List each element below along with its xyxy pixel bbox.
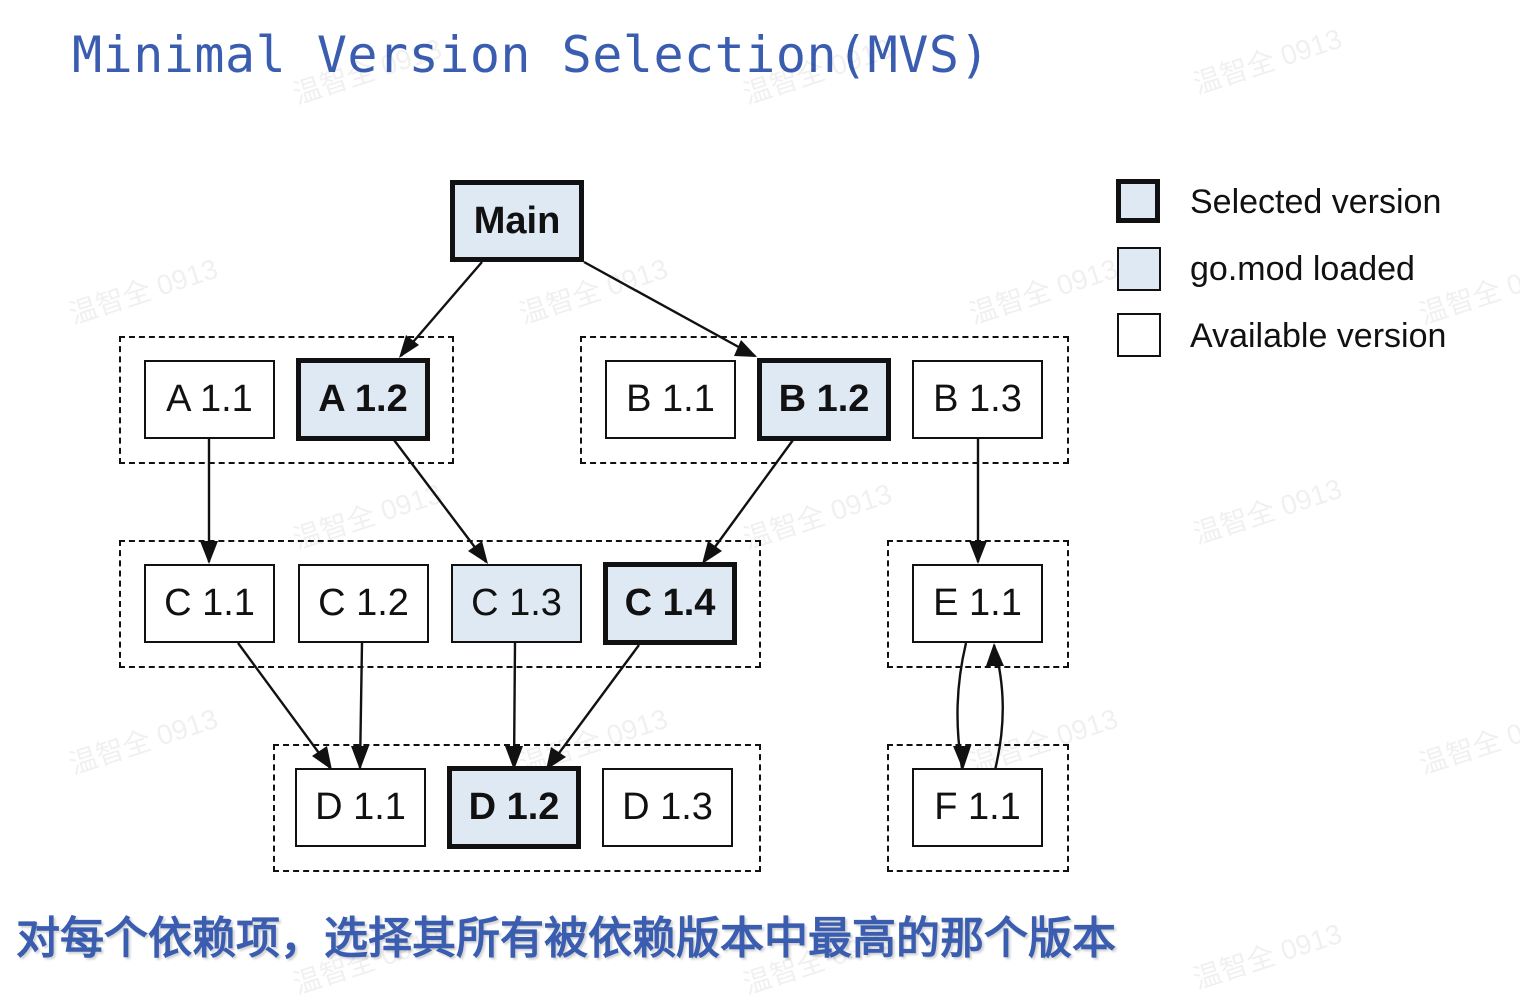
node-label: B 1.3 xyxy=(933,378,1022,420)
node-label: E 1.1 xyxy=(933,582,1022,624)
watermark: 温智全 0913 xyxy=(739,477,896,555)
watermark: 温智全 0913 xyxy=(1189,472,1346,550)
node-label: A 1.1 xyxy=(166,378,253,420)
node-label: B 1.2 xyxy=(778,378,870,420)
node-b13: B 1.3 xyxy=(912,360,1043,439)
page-title: Minimal Version Selection(MVS) xyxy=(72,26,991,84)
group-f xyxy=(887,744,1069,872)
group-a xyxy=(119,336,454,464)
watermark: 温智全 0913 xyxy=(1189,917,1346,995)
watermark: 温智全 0913 xyxy=(1415,702,1520,780)
node-e11: E 1.1 xyxy=(912,564,1043,643)
node-main: Main xyxy=(450,180,584,262)
node-label: C 1.4 xyxy=(624,582,716,624)
node-label: Main xyxy=(473,199,561,242)
node-label: A 1.2 xyxy=(318,378,408,420)
group-d xyxy=(273,744,761,872)
node-a12: A 1.2 xyxy=(296,358,430,441)
watermark: 温智全 0913 xyxy=(65,252,222,330)
legend-swatch-loaded xyxy=(1117,247,1161,291)
node-label: F 1.1 xyxy=(934,786,1021,828)
node-d13: D 1.3 xyxy=(602,768,733,847)
node-b12: B 1.2 xyxy=(757,358,891,441)
watermark: 温智全 0913 xyxy=(1189,22,1346,100)
node-a11: A 1.1 xyxy=(144,360,275,439)
node-label: D 1.2 xyxy=(468,786,560,828)
group-b xyxy=(580,336,1069,464)
node-label: C 1.1 xyxy=(164,582,255,624)
legend-label-loaded: go.mod loaded xyxy=(1190,250,1415,288)
watermark: 温智全 0913 xyxy=(65,702,222,780)
subtitle-caption: 对每个依赖项，选择其所有被依赖版本中最高的那个版本 xyxy=(16,913,1116,964)
legend-swatch-available xyxy=(1117,313,1161,357)
node-d12: D 1.2 xyxy=(447,766,581,849)
watermark: 温智全 0913 xyxy=(965,252,1122,330)
legend-label-selected: Selected version xyxy=(1190,183,1442,221)
node-f11: F 1.1 xyxy=(912,768,1043,847)
node-label: B 1.1 xyxy=(626,378,715,420)
node-c12: C 1.2 xyxy=(298,564,429,643)
node-c13: C 1.3 xyxy=(451,564,582,643)
node-label: D 1.3 xyxy=(622,786,713,828)
legend-label-available: Available version xyxy=(1190,317,1447,355)
node-c11: C 1.1 xyxy=(144,564,275,643)
node-b11: B 1.1 xyxy=(605,360,736,439)
node-label: D 1.1 xyxy=(315,786,406,828)
node-label: C 1.2 xyxy=(318,582,409,624)
legend-swatch-selected xyxy=(1116,179,1160,223)
node-d11: D 1.1 xyxy=(295,768,426,847)
node-c14: C 1.4 xyxy=(603,562,737,645)
node-label: C 1.3 xyxy=(471,582,562,624)
